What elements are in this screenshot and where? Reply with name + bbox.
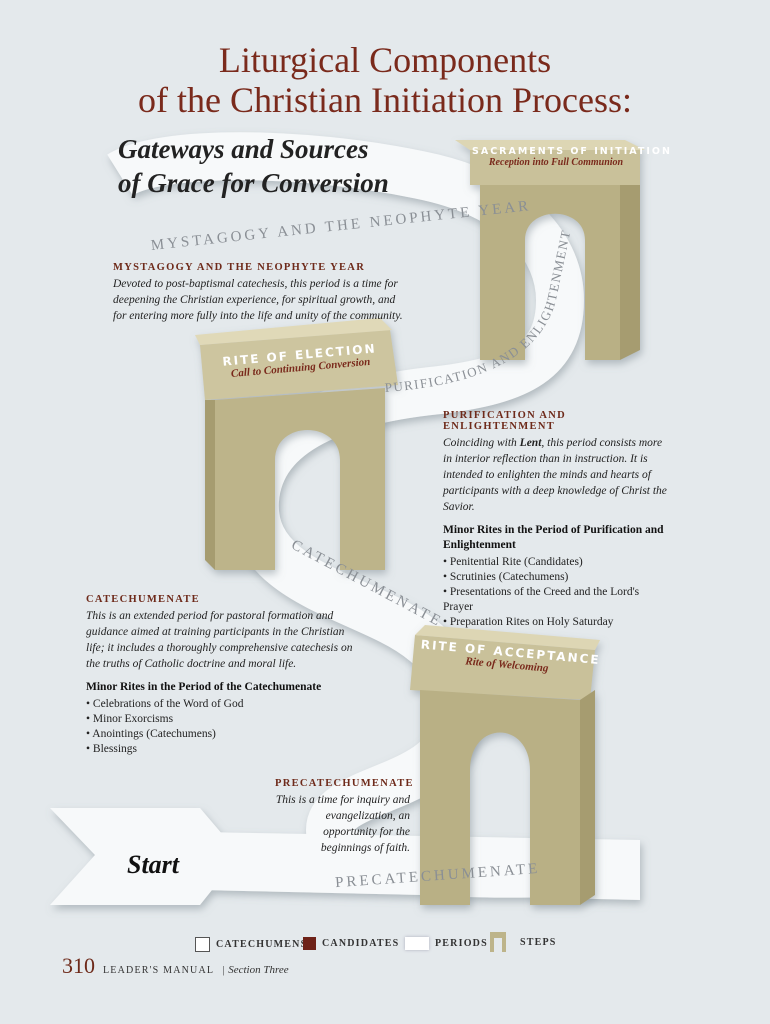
arch-rite-of-acceptance (410, 625, 600, 905)
minor-rite: Preparation Rites on Holy Saturday (443, 615, 668, 630)
title-line-1: Liturgical Components (218, 40, 552, 80)
minor-rite: Blessings (86, 742, 356, 757)
step-subtitle: Reception into Full Communion (488, 157, 624, 168)
desc-text: Coinciding with (443, 437, 520, 449)
catechumens-swatch (195, 937, 210, 952)
legend-label: CANDIDATES (322, 938, 400, 949)
period-heading: MYSTAGOGY AND THE NEOPHYTE YEAR (113, 262, 366, 273)
period-heading: CATECHUMENATE (86, 594, 200, 605)
page-number: 310 (62, 953, 95, 978)
period-catechumenate: CATECHUMENATE This is an extended period… (86, 594, 356, 757)
page-footer: 310 LEADER'S MANUAL | Section Three (62, 953, 289, 979)
subtitle-line-2: of Grace for Conversion (118, 168, 389, 198)
candidates-swatch (303, 937, 316, 950)
section-name: Section Three (228, 964, 289, 976)
minor-rite: Presentations of the Creed and the Lord'… (443, 585, 668, 615)
period-heading: PRECATECHUMENATE (275, 778, 414, 789)
period-heading: PURIFICATION AND ENLIGHTENMENT (443, 410, 566, 432)
minor-rites-heading: Minor Rites in the Period of the Catechu… (86, 681, 322, 693)
minor-rite: Anointings (Catechumens) (86, 727, 356, 742)
legend-steps: STEPS (490, 932, 557, 952)
periods-swatch (405, 937, 429, 950)
page-subtitle: Gateways and Sources of Grace for Conver… (118, 132, 389, 200)
step-title: SACRAMENTS OF INITIATION (472, 146, 672, 157)
period-precatechumenate: PRECATECHUMENATE This is a time for inqu… (275, 778, 414, 856)
page-title: Liturgical Components of the Christian I… (0, 40, 770, 120)
period-purification: PURIFICATION AND ENLIGHTENMENT Coincidin… (443, 410, 668, 630)
legend-periods: PERIODS (405, 937, 488, 950)
legend-label: PERIODS (435, 938, 488, 949)
minor-rites-list: Celebrations of the Word of God Minor Ex… (86, 697, 356, 757)
desc-bold: Lent (519, 437, 542, 449)
minor-rite: Celebrations of the Word of God (86, 697, 356, 712)
minor-rite: Scrutinies (Catechumens) (443, 570, 668, 585)
subtitle-line-1: Gateways and Sources (118, 134, 369, 164)
legend-label: STEPS (520, 936, 557, 948)
step-label-sacraments: SACRAMENTS OF INITIATION Reception into … (472, 146, 672, 168)
start-label: Start (127, 850, 180, 879)
arch-rite-of-election (195, 318, 398, 570)
arch-sacraments-of-initiation (455, 140, 645, 360)
legend-label: CATECHUMENS (216, 939, 308, 950)
title-line-2: of the Christian Initiation Process: (138, 80, 632, 120)
period-description: This is an extended period for pastoral … (86, 610, 353, 670)
legend-candidates: CANDIDATES (303, 937, 399, 950)
minor-rites-list: Penitential Rite (Candidates) Scrutinies… (443, 555, 668, 630)
period-description: Devoted to post-baptismal catechesis, th… (113, 278, 403, 322)
minor-rite: Penitential Rite (Candidates) (443, 555, 668, 570)
period-description: Coinciding with Lent, this period consis… (443, 435, 668, 515)
legend-catechumens: CATECHUMENS (195, 937, 307, 952)
arch-icon (490, 932, 506, 952)
minor-rites-heading: Minor Rites in the Period of Purificatio… (443, 524, 664, 551)
desc-text: , this period consists more in interior … (443, 437, 667, 513)
period-mystagogy: MYSTAGOGY AND THE NEOPHYTE YEAR Devoted … (113, 262, 403, 324)
minor-rite: Minor Exorcisms (86, 712, 356, 727)
footer-separator: | (222, 965, 225, 976)
start-arrow (50, 808, 240, 905)
period-description: This is a time for inquiry and evangeliz… (275, 794, 410, 854)
manual-name: LEADER'S MANUAL (103, 965, 215, 976)
